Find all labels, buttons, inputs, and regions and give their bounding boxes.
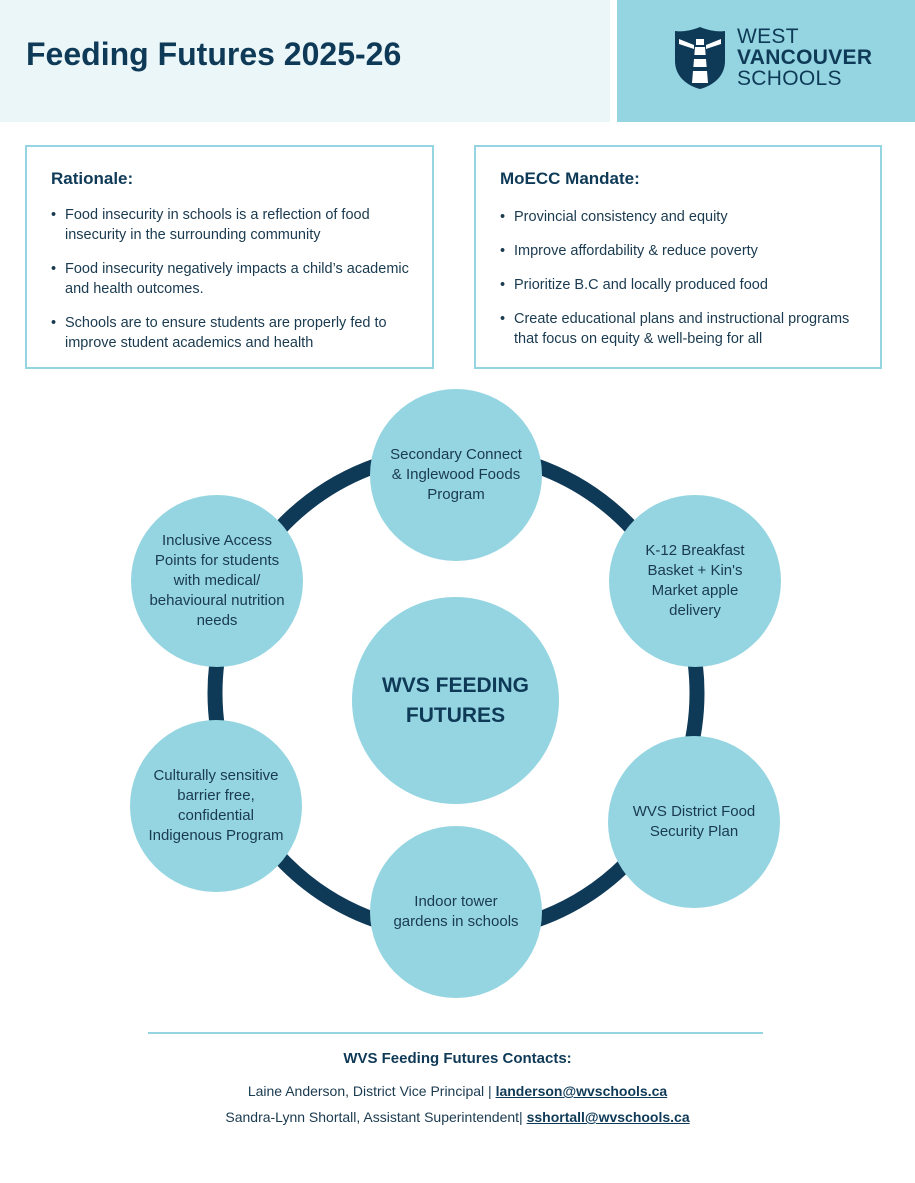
node-breakfast-basket: K-12 Breakfast Basket + Kin's Market app… (609, 495, 781, 667)
logo-line-west: WEST (737, 25, 799, 48)
mandate-list: Provincial consistency and equity Improv… (500, 207, 866, 363)
node-food-security-plan: WVS District Food Security Plan (608, 736, 780, 908)
lighthouse-shield-icon (675, 27, 725, 89)
mandate-item: Improve affordability & reduce poverty (500, 241, 866, 261)
logo-wordmark: WEST VANCOUVER SCHOOLS (737, 26, 872, 89)
logo-line-vancouver: VANCOUVER (737, 46, 873, 69)
node-tower-gardens: Indoor tower gardens in schools (370, 826, 542, 998)
contact-anderson-email-link[interactable]: landerson@wvschools.ca (495, 1083, 668, 1099)
mandate-heading: MoECC Mandate: (500, 169, 640, 188)
contact-anderson: Laine Anderson, District Vice Principal … (0, 1083, 915, 1099)
rationale-item: Schools are to ensure students are prope… (51, 313, 418, 353)
header-banner: Feeding Futures 2025-26 (0, 0, 610, 122)
rationale-list: Food insecurity in schools is a reflecti… (51, 205, 418, 367)
node-inclusive-access: Inclusive Access Points for students wit… (131, 495, 303, 667)
rationale-item: Food insecurity in schools is a reflecti… (51, 205, 418, 245)
rationale-box: Rationale: Food insecurity in schools is… (25, 145, 434, 369)
mandate-box: MoECC Mandate: Provincial consistency an… (474, 145, 882, 369)
contact-shortall: Sandra-Lynn Shortall, Assistant Superint… (0, 1109, 915, 1125)
contact-shortall-email-link[interactable]: sshortall@wvschools.ca (526, 1109, 690, 1125)
contacts-divider (148, 1032, 763, 1034)
contact-shortall-name: Sandra-Lynn Shortall, Assistant Superint… (225, 1109, 527, 1125)
mandate-item: Prioritize B.C and locally produced food (500, 275, 866, 295)
node-secondary-connect: Secondary Connect & Inglewood Foods Prog… (370, 389, 542, 561)
diagram-center: WVS FEEDING FUTURES (352, 597, 559, 804)
logo-panel: WEST VANCOUVER SCHOOLS (617, 0, 915, 122)
page-title: Feeding Futures 2025-26 (26, 36, 402, 72)
rationale-item: Food insecurity negatively impacts a chi… (51, 259, 418, 299)
mandate-item: Create educational plans and instruction… (500, 309, 866, 349)
mandate-item: Provincial consistency and equity (500, 207, 866, 227)
contact-anderson-name: Laine Anderson, District Vice Principal … (247, 1083, 496, 1099)
contacts-heading: WVS Feeding Futures Contacts: (343, 1050, 572, 1067)
rationale-heading: Rationale: (51, 169, 134, 188)
logo-line-schools: SCHOOLS (737, 67, 842, 90)
node-indigenous-program: Culturally sensitive barrier free, confi… (130, 720, 302, 892)
